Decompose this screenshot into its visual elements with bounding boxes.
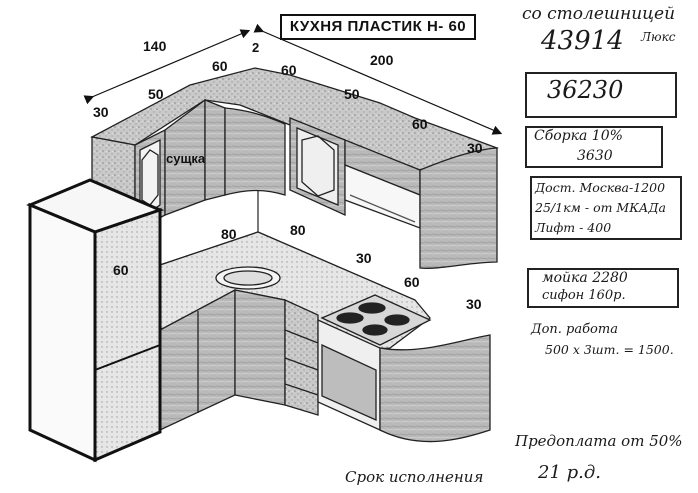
dimension-label: 60 — [212, 58, 228, 74]
dimension-label: 200 — [370, 52, 394, 68]
sink-box — [527, 268, 679, 308]
price-box — [525, 72, 677, 118]
delivery-line: Лифт - 400 — [535, 220, 612, 235]
dimension-label: 30 — [356, 250, 372, 266]
dimension-label: 60 — [113, 262, 129, 278]
drawing-title: КУХНЯ ПЛАСТИК Н- 60 — [280, 14, 476, 40]
dimension-label: 30 — [467, 140, 483, 156]
delivery-line: Дост. Москва-1200 — [535, 180, 666, 195]
assembly-box — [525, 126, 663, 168]
base-cabinets — [93, 231, 491, 443]
dimension-label: 50 — [344, 86, 360, 102]
term-value: 21 р.д. — [538, 462, 601, 483]
dimension-label: 30 — [93, 104, 109, 120]
dimension-label: 2 — [252, 40, 260, 55]
lux-note: Люкс — [641, 30, 676, 44]
dimension-lines — [83, 23, 503, 135]
delivery-box — [530, 176, 682, 240]
extra-work-line: Доп. работа — [531, 322, 618, 337]
assembly-line: Сборка 10% — [534, 128, 623, 144]
dimension-label: 60 — [412, 116, 428, 132]
prepay-note: Предоплата от 50% — [515, 432, 683, 450]
upper-cabinets — [90, 67, 499, 269]
dimension-label: 80 — [221, 226, 237, 242]
delivery-line: 25/1км - от МКАДа — [535, 200, 666, 215]
dimension-label: 30 — [466, 296, 482, 312]
assembly-line: 3630 — [577, 148, 613, 164]
term-label: Срок исполнения — [345, 468, 484, 486]
price-main: 43914 — [541, 26, 624, 56]
dimension-label: 60 — [281, 62, 297, 78]
cabinet-label: сущка — [166, 151, 206, 166]
price-boxed: 36230 — [547, 76, 624, 104]
dimension-label: 50 — [148, 86, 164, 102]
sink-line: сифон 160р. — [542, 288, 626, 303]
dimension-label: 140 — [143, 38, 167, 54]
sink-line: мойка 2280 — [542, 270, 628, 286]
countertop-note: со столешницей — [522, 4, 676, 24]
dimension-label: 80 — [290, 222, 306, 238]
refrigerator — [26, 178, 165, 463]
dimension-label: 60 — [404, 274, 420, 290]
extra-work-line: 500 х 3шт. = 1500. — [545, 342, 674, 357]
